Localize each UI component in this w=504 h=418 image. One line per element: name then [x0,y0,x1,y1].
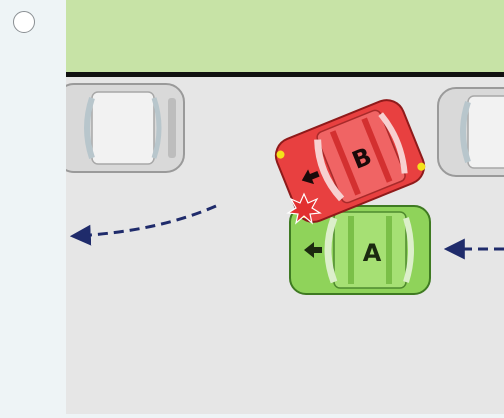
parked-car-right [438,88,504,176]
answer-radio-button[interactable] [13,11,35,33]
option-panel [0,0,66,414]
diagram-svg: A B [66,0,504,414]
parked-car-left [66,84,184,172]
grass-verge [66,0,504,72]
curb-line [66,72,504,77]
car-a-label: A [363,239,382,267]
accident-diagram: A B [66,0,504,414]
